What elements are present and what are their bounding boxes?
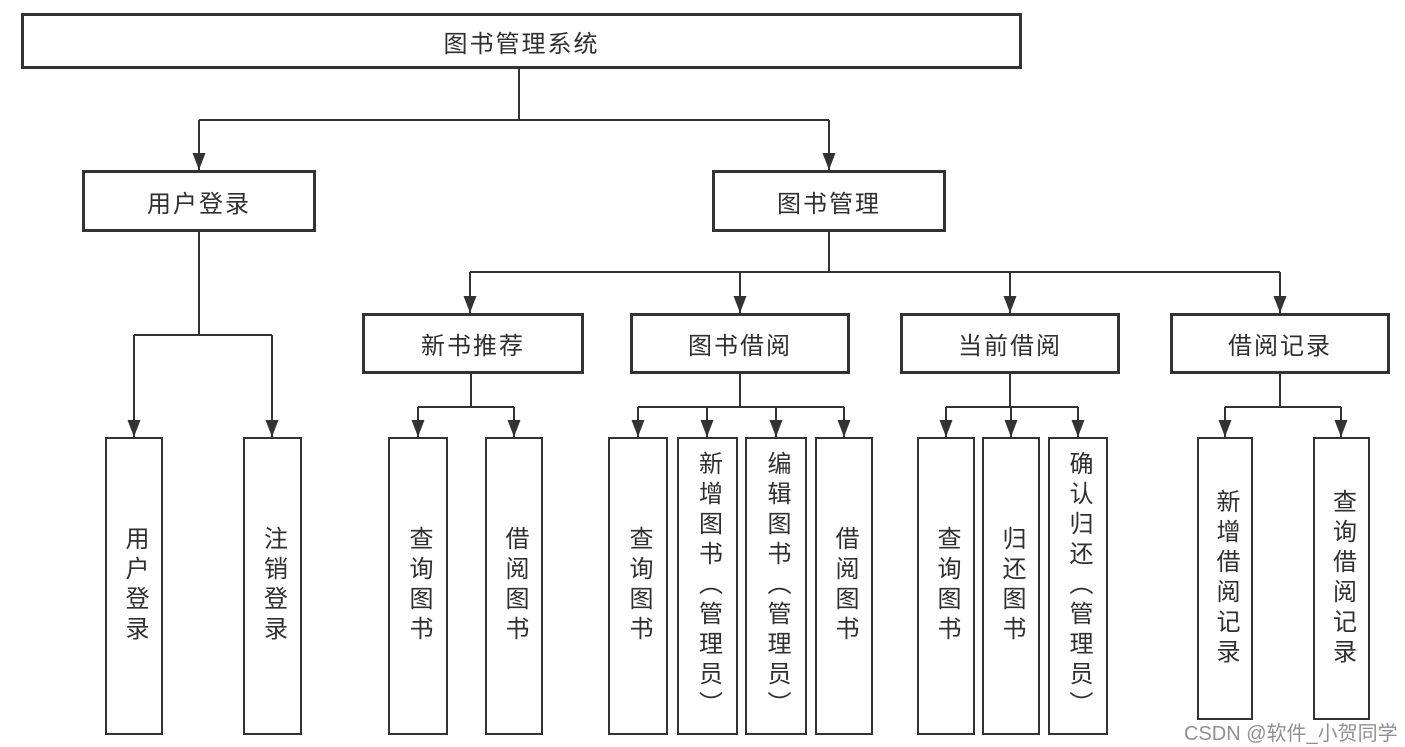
watermark: CSDN @软件_小贺同学: [1184, 723, 1398, 745]
node-logout: 注销登录: [243, 437, 302, 735]
node-return-books: 归还图书: [982, 437, 1040, 735]
node-borrow-books-borrowing-label: 借阅图书: [831, 526, 858, 646]
node-book-borrowing-label: 图书借阅: [688, 333, 792, 360]
node-query-books-current: 查询图书: [917, 437, 975, 735]
node-edit-books-admin-label: 编辑图书（管理员）: [763, 451, 790, 721]
node-user-login-leaf: 用户登录: [105, 437, 163, 735]
node-query-books-borrowing: 查询图书: [608, 437, 668, 735]
node-add-borrow-record: 新增借阅记录: [1197, 437, 1253, 720]
node-book-borrowing: 图书借阅: [630, 313, 850, 374]
node-add-books-admin-label: 新增图书（管理员）: [694, 451, 722, 721]
node-system-root: 图书管理系统: [21, 13, 1022, 69]
node-confirm-return-admin: 确认归还（管理员）: [1048, 437, 1108, 735]
node-query-books-borrowing-label: 查询图书: [625, 526, 652, 646]
node-logout-label: 注销登录: [259, 526, 287, 646]
node-confirm-return-admin-label: 确认归还（管理员）: [1065, 451, 1092, 721]
node-edit-books-admin: 编辑图书（管理员）: [745, 437, 807, 735]
node-borrowing-records: 借阅记录: [1170, 313, 1390, 374]
node-query-books-recommend: 查询图书: [388, 437, 448, 735]
node-book-management: 图书管理: [712, 170, 946, 232]
node-borrow-books-borrowing: 借阅图书: [815, 437, 873, 735]
node-user-login-leaf-label: 用户登录: [121, 526, 148, 646]
node-current-borrowing: 当前借阅: [900, 313, 1120, 374]
node-return-books-label: 归还图书: [998, 526, 1025, 646]
node-system-root-label: 图书管理系统: [443, 30, 600, 58]
node-book-management-label: 图书管理: [777, 190, 881, 218]
node-query-books-current-label: 查询图书: [933, 526, 960, 646]
node-borrow-books-recommend-label: 借阅图书: [501, 526, 528, 646]
node-query-books-recommend-label: 查询图书: [405, 526, 432, 646]
node-add-borrow-record-label: 新增借阅记录: [1212, 488, 1239, 669]
node-user-login-label: 用户登录: [147, 190, 251, 218]
node-borrow-books-recommend: 借阅图书: [485, 437, 543, 735]
node-borrowing-records-label: 借阅记录: [1228, 333, 1332, 360]
node-new-book-recommendation: 新书推荐: [362, 313, 584, 374]
node-current-borrowing-label: 当前借阅: [958, 333, 1062, 360]
node-add-books-admin: 新增图书（管理员）: [677, 437, 738, 735]
node-query-borrow-record-label: 查询借阅记录: [1328, 488, 1356, 669]
node-user-login: 用户登录: [82, 170, 316, 232]
node-new-book-recommendation-label: 新书推荐: [421, 333, 525, 360]
node-query-borrow-record: 查询借阅记录: [1313, 437, 1370, 720]
